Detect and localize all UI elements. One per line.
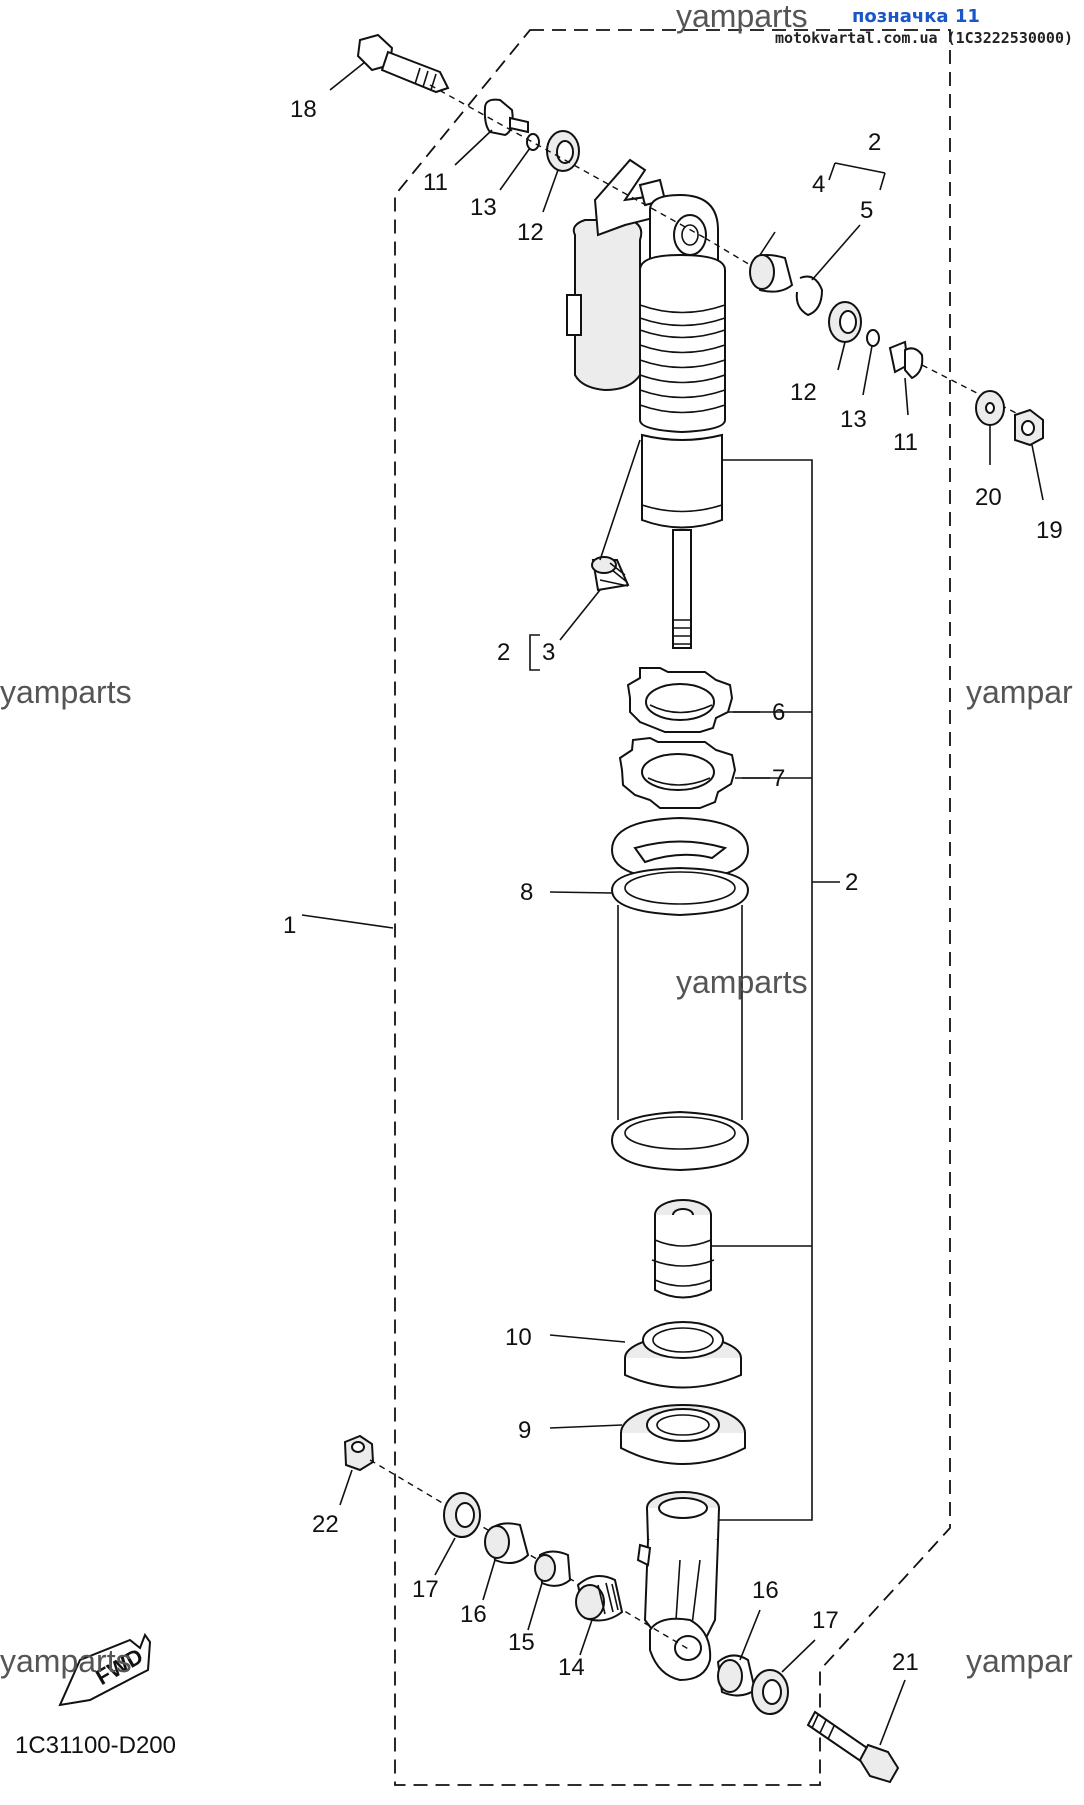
part-14-bearing bbox=[575, 1575, 624, 1622]
part-10-spring-seat bbox=[624, 1321, 742, 1389]
part-4-bushing bbox=[749, 254, 794, 293]
part-lower-clevis bbox=[636, 1491, 720, 1682]
callout-1: 1 bbox=[283, 912, 296, 939]
callout-2-top: 2 bbox=[868, 129, 881, 156]
callout-17-right: 17 bbox=[812, 1607, 839, 1634]
part-15-bushing bbox=[534, 1550, 572, 1587]
group-2-left-bracket bbox=[529, 634, 540, 671]
part-bump-stop bbox=[651, 1199, 715, 1299]
leader-lines bbox=[301, 61, 1044, 1746]
callout-13-right: 13 bbox=[840, 406, 867, 433]
diagram-code: 1C31100-D200 bbox=[15, 1732, 176, 1759]
callout-11-right: 11 bbox=[893, 429, 918, 456]
part-20-washer bbox=[975, 390, 1005, 426]
watermark-left: yamparts bbox=[0, 674, 132, 710]
callout-14: 14 bbox=[558, 1654, 585, 1681]
callout-8: 8 bbox=[520, 879, 533, 906]
part-16-collar-right bbox=[716, 1654, 757, 1697]
part-21-bolt bbox=[806, 1710, 900, 1784]
part-12-seal-right bbox=[828, 301, 862, 343]
part-19-nut bbox=[1014, 408, 1044, 447]
group-2-top-bracket bbox=[828, 162, 886, 191]
watermark-bottom-right: yampar bbox=[966, 1643, 1073, 1679]
note-site: motokvartal.com.ua (1C3222530000) bbox=[775, 29, 1073, 47]
callout-2-left: 2 bbox=[497, 639, 510, 666]
part-3-bushing bbox=[591, 556, 630, 592]
callout-6: 6 bbox=[772, 699, 785, 726]
part-6-locknut bbox=[626, 667, 734, 733]
part-8-spring bbox=[610, 816, 750, 1172]
part-17-seal-left bbox=[443, 1492, 481, 1538]
part-11-collar-right bbox=[888, 340, 924, 380]
callout-16-right: 16 bbox=[752, 1577, 779, 1604]
watermark-top: yamparts bbox=[676, 0, 808, 34]
top-centerline bbox=[429, 84, 706, 239]
callout-15: 15 bbox=[508, 1629, 535, 1656]
callout-18: 18 bbox=[290, 96, 317, 123]
callout-7: 7 bbox=[772, 765, 785, 792]
part-11-collar-top bbox=[483, 98, 529, 137]
callout-11-top: 11 bbox=[423, 169, 448, 196]
part-17-seal-right bbox=[751, 1669, 789, 1715]
part-12-seal-top bbox=[546, 130, 580, 172]
callout-10: 10 bbox=[505, 1324, 532, 1351]
note-label: позначка 11 bbox=[852, 6, 980, 27]
callout-16-left: 16 bbox=[460, 1601, 487, 1628]
watermark-bottom-left: yamparts bbox=[0, 1643, 132, 1679]
watermark-center: yamparts bbox=[676, 964, 808, 1000]
callout-17-left: 17 bbox=[412, 1576, 439, 1603]
group-2-bracket bbox=[660, 459, 840, 1521]
callout-21: 21 bbox=[892, 1649, 919, 1676]
part-13-oring-top bbox=[526, 133, 540, 151]
callout-9: 9 bbox=[518, 1417, 531, 1444]
shock-body-top bbox=[566, 158, 726, 649]
part-22-nut bbox=[343, 1434, 375, 1472]
callout-5: 5 bbox=[860, 197, 873, 224]
part-5-circlip bbox=[795, 275, 824, 317]
callout-22: 22 bbox=[312, 1511, 339, 1538]
callout-19: 19 bbox=[1036, 517, 1063, 544]
right-centerline bbox=[921, 364, 1021, 416]
callout-12-right: 12 bbox=[790, 379, 817, 406]
callout-2-mid: 2 bbox=[845, 869, 858, 896]
callout-3: 3 bbox=[542, 639, 555, 666]
part-13-oring-right bbox=[866, 329, 880, 347]
watermark-right: yampar bbox=[966, 674, 1073, 710]
part-9-spring-guide bbox=[620, 1404, 746, 1465]
part-16-collar-left bbox=[484, 1522, 530, 1565]
callout-12-top: 12 bbox=[517, 219, 544, 246]
part-7-adjuster bbox=[618, 736, 737, 809]
callout-13-top: 13 bbox=[470, 194, 497, 221]
callout-20: 20 bbox=[975, 484, 1002, 511]
part-18-bolt bbox=[356, 33, 450, 94]
callout-4: 4 bbox=[812, 171, 825, 198]
bottom-centerline bbox=[369, 1459, 691, 1651]
